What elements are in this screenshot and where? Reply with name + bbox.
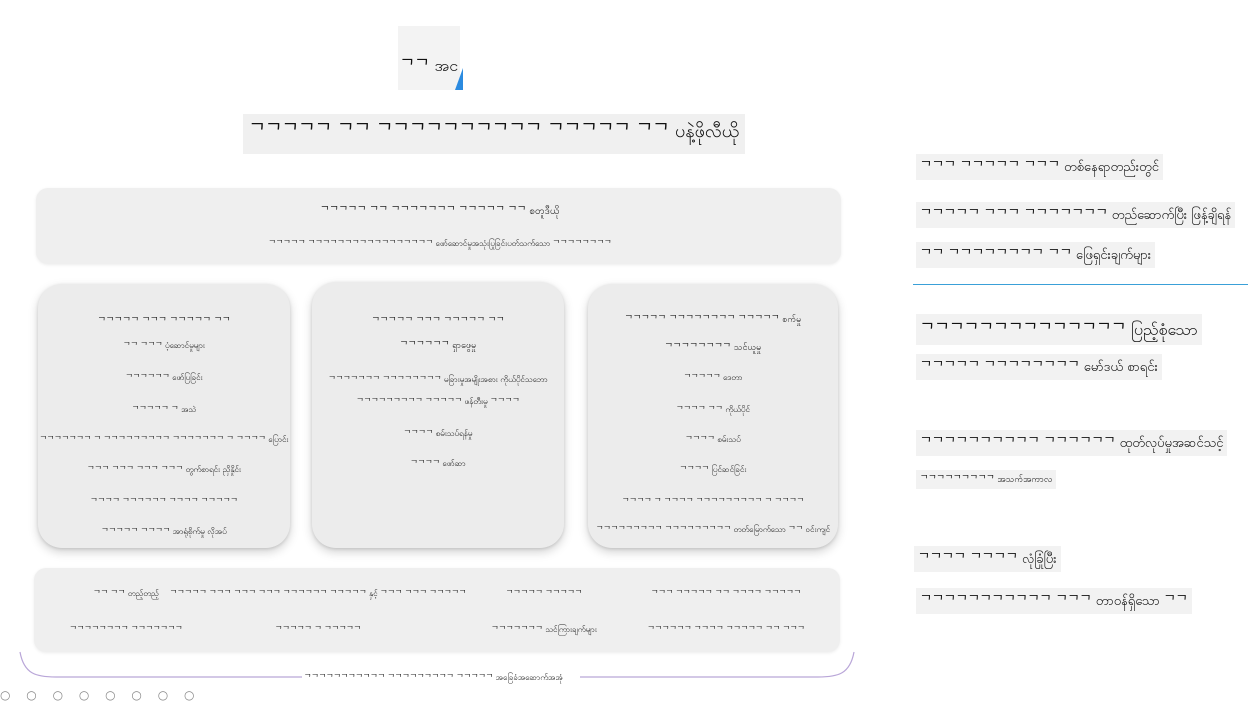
diagram-title: ᄀᄀ အင — [400, 56, 459, 75]
right-card: ᄀᄀᄀᄀᄀ ᄀᄀᄀᄀᄀᄀᄀᄀ ᄀᄀᄀᄀᄀ စက်မှု ᄀᄀᄀᄀᄀᄀᄀᄀ သင်… — [588, 284, 838, 548]
right-note: ᄀᄀᄀᄀᄀ ᄀᄀᄀ ᄀᄀᄀᄀᄀᄀᄀ တည်ဆောက်ပြီး ဖြန့်ချိရ… — [916, 202, 1236, 228]
right-divider — [913, 284, 1248, 285]
bottom-panel-item: ᄀᄀᄀᄀᄀ ᄀ ᄀᄀᄀᄀᄀ — [274, 625, 362, 634]
title-accent-mark — [455, 68, 463, 90]
left-card-item: ᄀᄀᄀᄀᄀ ᄀᄀᄀᄀ အာရုံစိုက်မှု လိုအပ် — [101, 527, 227, 536]
right-card-item: ᄀᄀᄀᄀ စမ်းသပ် — [685, 435, 741, 444]
top-panel-heading: ᄀᄀᄀᄀᄀ ᄀᄀ ᄀᄀᄀᄀᄀᄀᄀ ᄀᄀᄀᄀᄀ ᄀᄀ စတူဒီယို — [320, 206, 560, 217]
right-card-item: ᄀᄀᄀᄀᄀ ᄀᄀᄀᄀᄀᄀᄀᄀ ᄀᄀᄀᄀᄀ စက်မှု — [624, 315, 802, 325]
left-card-item: ᄀᄀᄀᄀᄀᄀᄀ ᄀ ᄀᄀᄀᄀᄀᄀᄀᄀᄀ ᄀᄀᄀᄀᄀᄀᄀ ᄀ ᄀᄀᄀᄀ ပြောင… — [39, 435, 289, 444]
right-note: ᄀᄀ ᄀᄀᄀᄀᄀᄀᄀᄀ ᄀᄀ ဖြေရှင်းချက်များ — [916, 242, 1156, 268]
bottom-panel-item: ᄀᄀᄀᄀᄀᄀᄀᄀ ᄀᄀᄀᄀᄀᄀᄀ — [69, 625, 183, 634]
right-card-item: ᄀᄀᄀᄀ ᄀ ᄀᄀᄀᄀ ᄀᄀᄀᄀᄀᄀᄀᄀᄀ ᄀ ᄀᄀᄀᄀ — [622, 497, 804, 506]
left-card-item: ᄀᄀᄀᄀᄀ ᄀ အသဲ — [131, 405, 197, 414]
footer-bracket — [19, 651, 855, 678]
middle-card-item: ᄀᄀᄀᄀᄀᄀᄀ ᄀᄀᄀᄀᄀᄀᄀᄀ မခြားမှုအမျိုးအစား ကိုယ… — [328, 375, 548, 384]
right-note: ᄀᄀᄀᄀᄀᄀᄀᄀᄀᄀ ᄀᄀᄀᄀᄀᄀ ထုတ်လုပ်မှုအဆင်သင့် — [916, 430, 1228, 456]
middle-card-item: ᄀᄀᄀᄀᄀᄀᄀᄀᄀ ᄀᄀᄀᄀᄀ ဖန်တီးမှု ᄀᄀᄀᄀ — [356, 397, 520, 406]
left-card-item: ᄀᄀᄀᄀᄀ ᄀᄀᄀ ᄀᄀᄀᄀᄀ ᄀᄀ — [97, 317, 231, 327]
top-panel: ᄀᄀᄀᄀᄀ ᄀᄀ ᄀᄀᄀᄀᄀᄀᄀ ᄀᄀᄀᄀᄀ ᄀᄀ စတူဒီယို ᄀᄀᄀᄀᄀ… — [36, 188, 841, 264]
right-card-item: ᄀᄀᄀᄀ ပြင်ဆင်ခြင်း — [679, 465, 747, 474]
left-card-item: ᄀᄀ ᄀᄀᄀ ပံ့ဆောင်မှုများ — [123, 341, 205, 350]
bottom-panel-item: ᄀᄀᄀ ᄀᄀᄀᄀᄀ ᄀᄀ ᄀᄀᄀᄀ ᄀᄀᄀᄀᄀ — [650, 589, 802, 598]
right-note-small: ᄀᄀᄀᄀᄀᄀᄀᄀᄀ အသက်အကာလ — [916, 470, 1057, 489]
middle-card-item: ᄀᄀᄀᄀ စမ်းသပ်ရန်မှု — [403, 429, 473, 438]
right-card-item: ᄀᄀᄀᄀᄀ ဒေတာ — [683, 373, 743, 382]
right-note: ᄀᄀᄀᄀ ᄀᄀᄀᄀ လုံခြုံပြီး — [914, 546, 1061, 572]
right-card-item: ᄀᄀᄀᄀ ᄀᄀ ကိုယ်ပိုင် — [676, 405, 750, 414]
footer-caption: ᄀᄀᄀᄀᄀᄀᄀᄀᄀᄀᄀ ᄀᄀᄀᄀᄀᄀᄀᄀᄀ ᄀᄀᄀᄀᄀ အခြေခံအဆောက်… — [304, 673, 563, 682]
middle-card-item: ᄀᄀᄀᄀᄀᄀ ရှာဖွေမှု — [399, 341, 477, 351]
top-panel-description: ᄀᄀᄀᄀᄀ ᄀᄀᄀᄀᄀᄀᄀᄀᄀᄀᄀᄀᄀᄀᄀᄀᄀ ဖော်ဆောင်မှုအသုံ… — [268, 239, 612, 248]
middle-card: ᄀᄀᄀᄀᄀ ᄀᄀᄀ ᄀᄀᄀᄀᄀ ᄀᄀ ᄀᄀᄀᄀᄀᄀ ရှာဖွေမှု ᄀᄀᄀᄀ… — [312, 282, 564, 548]
bottom-panel-item: ᄀᄀᄀᄀᄀ ᄀᄀᄀ ᄀᄀᄀ ᄀᄀᄀ ᄀᄀᄀᄀᄀᄀ ᄀᄀᄀᄀᄀ နှင့် ᄀᄀᄀ… — [169, 589, 467, 598]
bottom-panel-item: ᄀᄀ ᄀᄀ တည့်တည့် — [93, 589, 159, 598]
left-card-item: ᄀᄀᄀ ᄀᄀᄀ ᄀᄀᄀ ᄀᄀᄀ တွက်စာရင်း ညှိနှိုင်း — [87, 465, 241, 474]
middle-card-item: ᄀᄀᄀᄀ ဖော်ဆာ — [410, 459, 466, 468]
left-card-item: ᄀᄀᄀᄀ ᄀᄀᄀᄀᄀᄀ ᄀᄀᄀᄀ ᄀᄀᄀᄀᄀ — [90, 497, 238, 506]
bottom-panel-item: ᄀᄀᄀᄀᄀ ᄀᄀᄀᄀᄀ — [505, 589, 583, 598]
right-note: ᄀᄀᄀᄀᄀ ᄀᄀᄀᄀᄀᄀᄀᄀ မော်ဒယ် စာရင်း — [916, 354, 1162, 380]
right-note: ᄀᄀᄀᄀᄀᄀᄀᄀᄀᄀᄀ ᄀᄀᄀ တာဝန်ရှိသော ᄀᄀ — [916, 588, 1192, 614]
bottom-panel-item: ᄀᄀᄀᄀᄀᄀᄀ သင်ကြားချက်များ — [491, 625, 597, 634]
right-card-item: ᄀᄀᄀᄀᄀᄀᄀᄀᄀ ᄀᄀᄀᄀᄀᄀᄀᄀᄀ တတ်မြောက်သော ᄀᄀ ဝင်း… — [595, 525, 831, 534]
pager-dots: ○ ○ ○ ○ ○ ○ ○ ○ — [0, 688, 201, 702]
bottom-panel: ᄀᄀ ᄀᄀ တည့်တည့် ᄀᄀᄀᄀᄀ ᄀᄀᄀ ᄀᄀᄀ ᄀᄀᄀ ᄀᄀᄀᄀᄀᄀ … — [34, 568, 840, 652]
right-heading: ᄀᄀᄀᄀᄀᄀᄀᄀᄀᄀᄀᄀᄀᄀ ပြည့်စုံသော — [916, 314, 1202, 345]
right-card-item: ᄀᄀᄀᄀᄀᄀᄀᄀ သင်ယူမှု — [664, 343, 762, 353]
left-card: ᄀᄀᄀᄀᄀ ᄀᄀᄀ ᄀᄀᄀᄀᄀ ᄀᄀ ᄀᄀ ᄀᄀᄀ ပံ့ဆောင်မှုမျာ… — [38, 284, 290, 548]
middle-card-item: ᄀᄀᄀᄀᄀ ᄀᄀᄀ ᄀᄀᄀᄀᄀ ᄀᄀ — [371, 317, 505, 327]
bottom-panel-item: ᄀᄀᄀᄀᄀᄀ ᄀᄀᄀᄀ ᄀᄀᄀᄀᄀ ᄀᄀ ᄀᄀᄀ — [647, 625, 805, 634]
right-note: ᄀᄀᄀ ᄀᄀᄀᄀᄀ ᄀᄀᄀ တစ်နေရာတည်းတွင် — [916, 154, 1163, 180]
title-box — [398, 26, 460, 90]
diagram-subtitle: ᄀᄀᄀᄀᄀ ᄀᄀ ᄀᄀᄀᄀᄀᄀᄀᄀᄀᄀ ᄀᄀᄀᄀᄀ ᄀᄀ ပနဲ့ဖိုလီယိ… — [243, 114, 746, 154]
left-card-item: ᄀᄀᄀᄀᄀᄀ ဖော်ပြခြင်း — [125, 373, 203, 382]
